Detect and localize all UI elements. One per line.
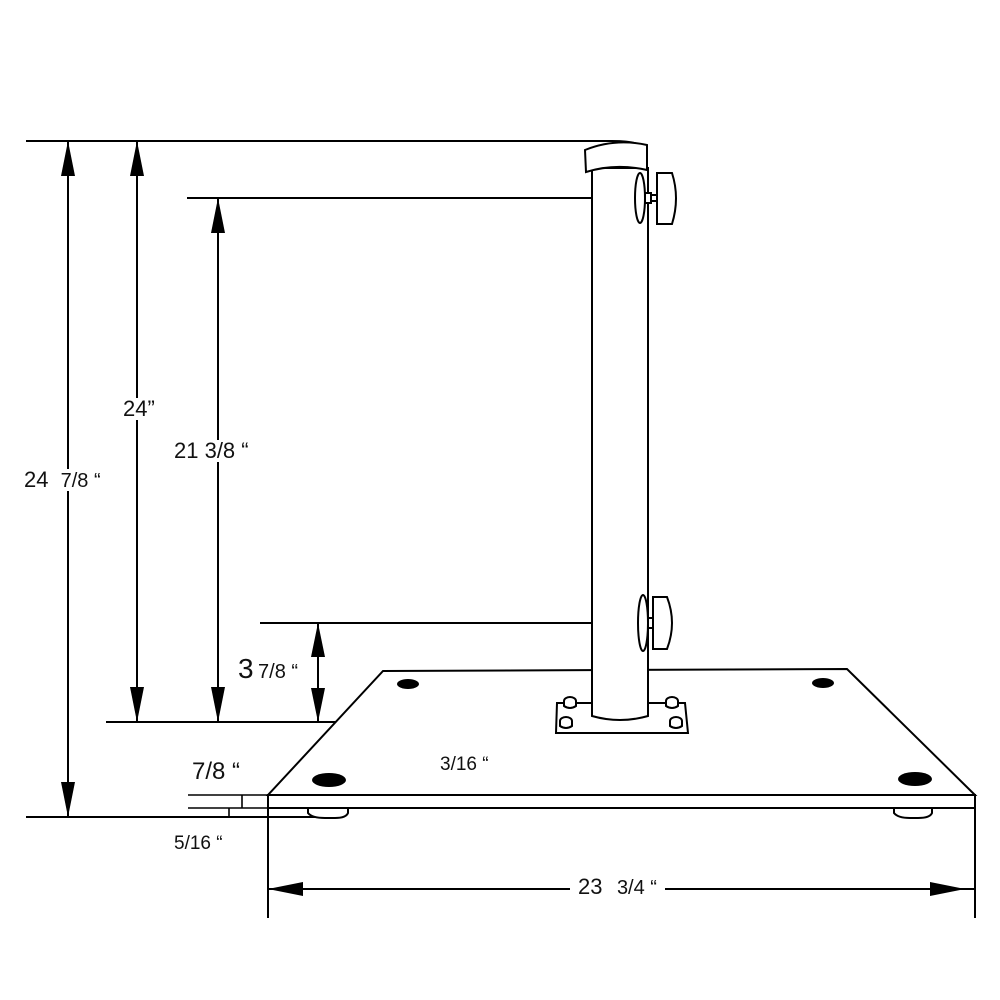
foot-height-label: 5/16 “ xyxy=(172,833,225,854)
lower-knob-height-label: 3 7/8 “ xyxy=(236,655,300,683)
mount-bolts xyxy=(559,696,683,729)
lower-knob-height-whole: 3 xyxy=(238,653,254,684)
overall-height-fraction: 7/8 “ xyxy=(60,470,101,492)
rubber-foot xyxy=(893,807,933,819)
upper-tightening-knob xyxy=(634,172,677,225)
base-hole xyxy=(812,678,834,688)
overall-height-label: 24 7/8 “ xyxy=(22,469,103,491)
lower-knob-height-fraction: 7/8 “ xyxy=(258,661,299,683)
base-hole xyxy=(312,773,346,787)
pole-cap xyxy=(583,141,648,174)
plate-thickness-label: 7/8 “ xyxy=(190,758,243,785)
pole xyxy=(583,141,677,721)
overall-height-whole: 24 xyxy=(24,467,49,492)
base-hole xyxy=(898,772,932,786)
base-hole xyxy=(397,679,419,689)
base-width-whole: 23 xyxy=(578,874,603,899)
base-width-fraction: 3/4 “ xyxy=(616,877,657,899)
base-width-label: 23 3/4 “ xyxy=(570,876,665,898)
mount-plate-thickness-label: 3/16 “ xyxy=(438,754,491,775)
lower-tightening-knob xyxy=(637,594,673,652)
rubber-foot xyxy=(307,807,349,819)
pole-height-label: 24” xyxy=(121,396,157,421)
upper-knob-height-label: 21 3/8 “ xyxy=(172,438,251,463)
